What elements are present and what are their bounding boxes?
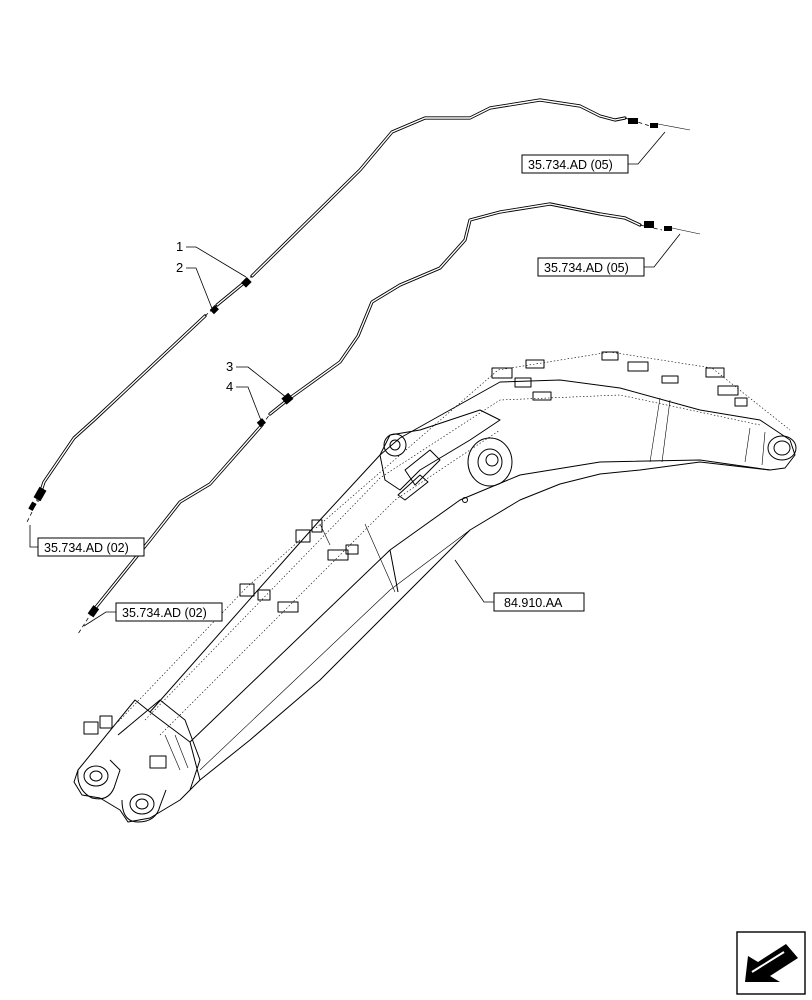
pipe-line-upper: [25, 98, 691, 525]
svg-text:35.734.AD (02): 35.734.AD (02): [44, 541, 129, 555]
boom-assembly: [73, 351, 797, 823]
ref-box-top-right-upper[interactable]: 35.734.AD (05): [521, 131, 666, 174]
pipe-line-lower: [77, 202, 701, 635]
svg-text:1: 1: [176, 239, 183, 254]
svg-text:2: 2: [176, 260, 183, 275]
svg-text:35.734.AD (05): 35.734.AD (05): [528, 158, 613, 172]
svg-text:3: 3: [226, 359, 233, 374]
svg-text:35.734.AD (02): 35.734.AD (02): [122, 606, 207, 620]
callout-item-2[interactable]: 2: [176, 260, 214, 312]
svg-text:35.734.AD (05): 35.734.AD (05): [544, 261, 629, 275]
ref-box-top-right-lower[interactable]: 35.734.AD (05): [537, 233, 681, 277]
pipe-clamps: [83, 351, 748, 769]
callout-item-1[interactable]: 1: [176, 239, 247, 278]
ref-box-left-upper[interactable]: 35.734.AD (02): [29, 525, 145, 557]
callout-item-3[interactable]: 3: [226, 359, 288, 399]
ref-box-left-lower[interactable]: 35.734.AD (02): [83, 602, 223, 627]
svg-text:84.910.AA: 84.910.AA: [504, 596, 563, 610]
callout-item-4[interactable]: 4: [226, 379, 263, 424]
svg-text:4: 4: [226, 379, 233, 394]
arrow-nav-icon[interactable]: [736, 931, 806, 995]
ref-box-boom[interactable]: 84.910.AA: [454, 559, 585, 612]
